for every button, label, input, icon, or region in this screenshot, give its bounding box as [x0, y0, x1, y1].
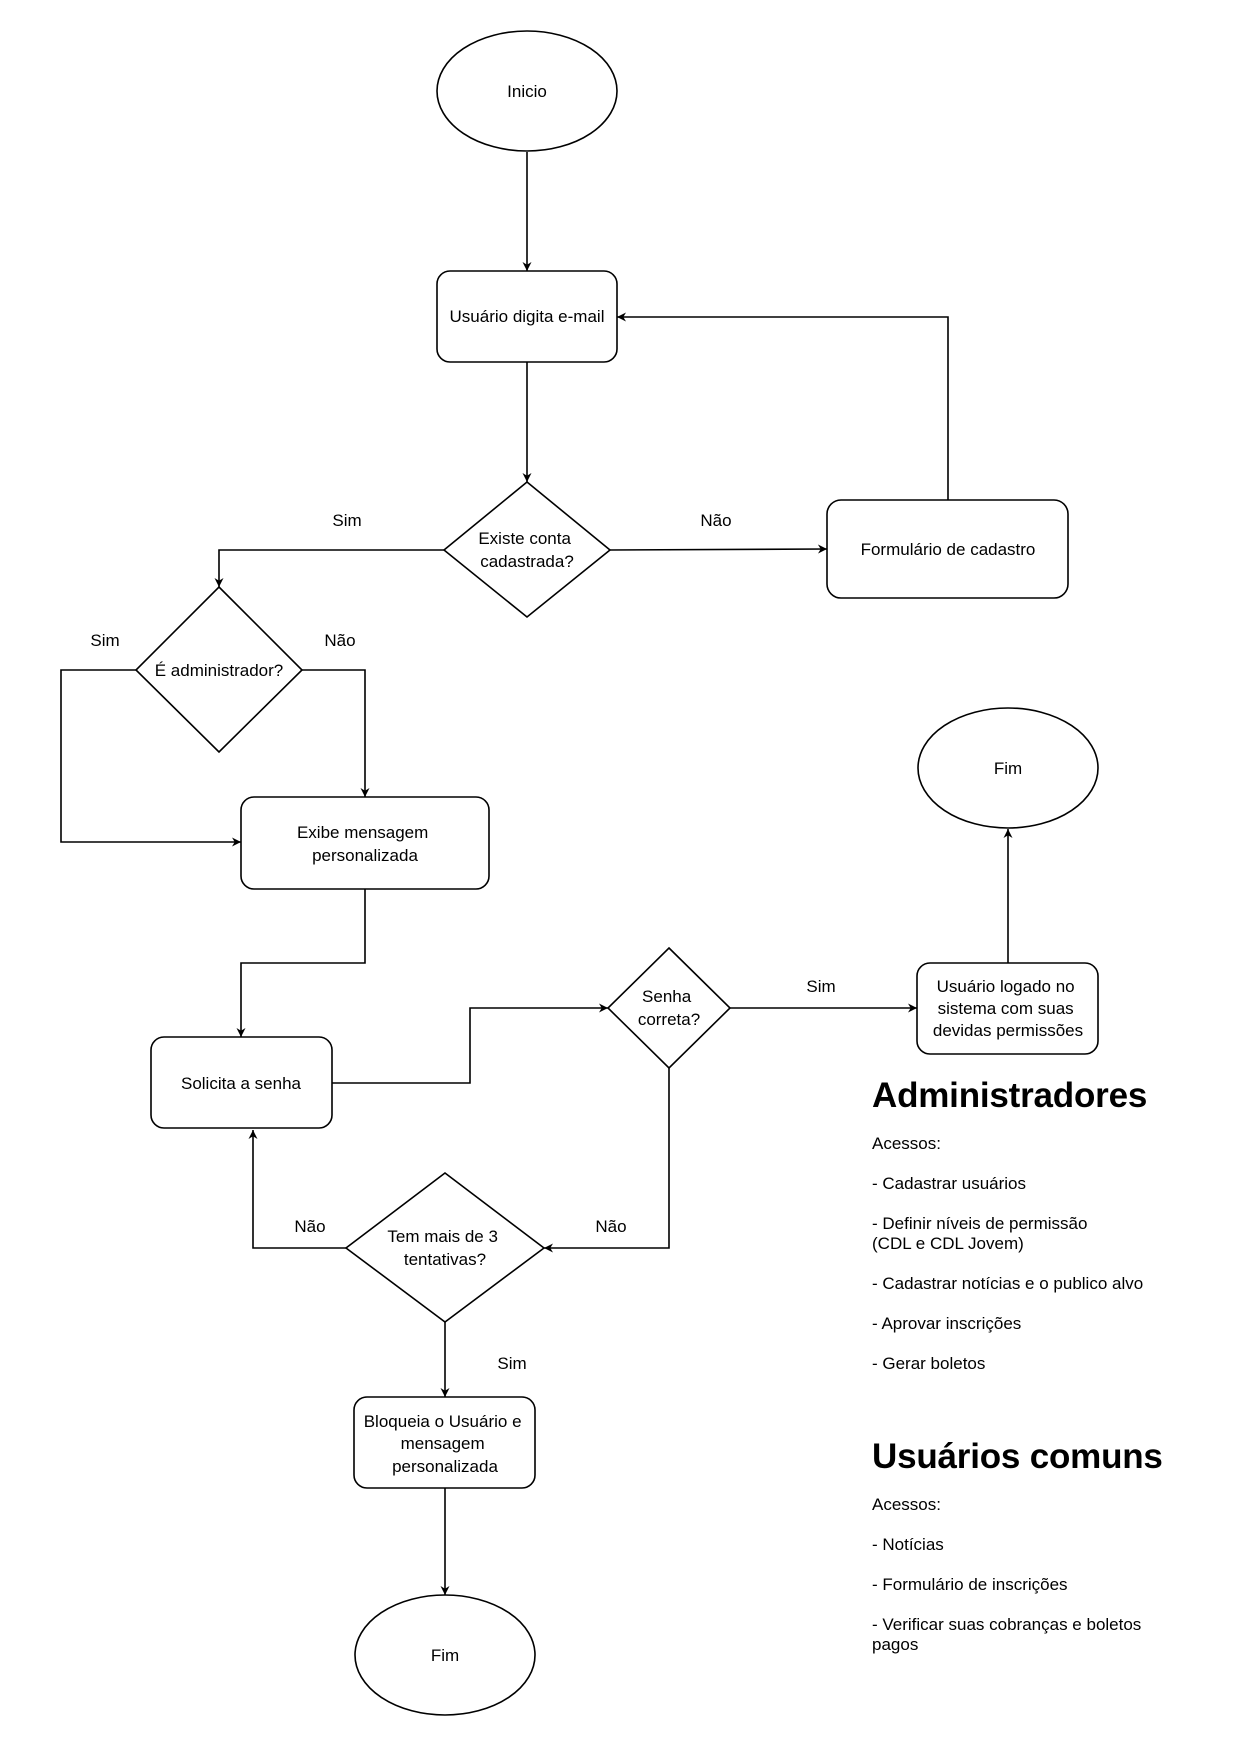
existe-conta-diamond: [442, 480, 612, 619]
edge-existe-nao-to-formulario: [609, 544, 828, 554]
end-ellipse-bottom: [354, 1594, 536, 1716]
bloqueia-box: [353, 1396, 536, 1489]
common-legend: Usuários comuns Acessos: - Notícias - Fo…: [872, 1437, 1212, 1655]
edge-solicita-to-senha: [332, 1003, 608, 1084]
end-bottom-label: Fim: [431, 1646, 459, 1665]
senha-correta-diamond: [606, 946, 732, 1070]
edge-label-senha-sim: Sim: [806, 977, 835, 996]
common-legend-subtitle: Acessos:: [872, 1495, 941, 1514]
common-access-list: - Notícias - Formulário de inscrições - …: [872, 1535, 1212, 1655]
common-access-item: - Notícias: [872, 1535, 944, 1554]
admin-access-item: - Aprovar inscrições: [872, 1314, 1022, 1333]
logado-label: Usuário logado no sistema com suas devid…: [933, 977, 1083, 1040]
admin-access-item: - Gerar boletos: [872, 1354, 986, 1373]
administrador-label: É administrador?: [155, 661, 284, 680]
common-legend-title: Usuários comuns: [872, 1437, 1163, 1476]
admin-legend: Administradores Acessos: - Cadastrar usu…: [872, 1076, 1212, 1374]
administrador-diamond: [134, 585, 304, 754]
edge-formulario-to-email: [617, 312, 949, 500]
edge-label-senha-nao: Não: [595, 1217, 626, 1236]
edge-exibe-to-solicita: [236, 889, 366, 1037]
edge-admin-nao-to-exibe: [302, 669, 370, 797]
start-ellipse: [436, 30, 618, 152]
email-box: [436, 270, 618, 363]
formulario-box: [826, 499, 1069, 599]
edge-label-existe-sim: Sim: [332, 511, 361, 530]
edge-existe-sim-to-admin: [214, 549, 444, 587]
existe-conta-label: Existe conta cadastrada?: [478, 529, 575, 571]
end-ellipse-top: [917, 707, 1099, 829]
senha-correta-label: Senha correta?: [638, 987, 700, 1029]
edge-label-tentativas-nao: Não: [294, 1217, 325, 1236]
admin-access-item: - Definir níveis de permissão(CDL e CDL …: [872, 1214, 1088, 1253]
edge-label-admin-sim: Sim: [90, 631, 119, 650]
admin-access-list: - Cadastrar usuários - Definir níveis de…: [872, 1174, 1212, 1374]
exibe-mensagem-label: Exibe mensagem personalizada: [297, 823, 433, 865]
edge-senha-nao-to-tentativas: [544, 1068, 670, 1253]
tentativas-label: Tem mais de 3 tentativas?: [387, 1227, 502, 1269]
logado-box: [916, 962, 1099, 1055]
edge-label-tentativas-sim: Sim: [497, 1354, 526, 1373]
common-access-item: - Formulário de inscrições: [872, 1575, 1068, 1594]
end-top-label: Fim: [994, 759, 1022, 778]
formulario-label: Formulário de cadastro: [861, 540, 1036, 559]
admin-access-item: - Cadastrar notícias e o publico alvo: [872, 1274, 1144, 1293]
exibe-mensagem-box: [240, 796, 490, 890]
solicita-senha-box: [150, 1036, 333, 1129]
bloqueia-label: Bloqueia o Usuário e mensagem personaliz…: [364, 1412, 527, 1476]
admin-access-item: - Cadastrar usuários: [872, 1174, 1027, 1193]
solicita-senha-label: Solicita a senha: [181, 1074, 302, 1093]
admin-legend-title: Administradores: [872, 1076, 1148, 1115]
edge-admin-sim-to-exibe: [60, 669, 241, 847]
email-label: Usuário digita e-mail: [450, 307, 605, 326]
edge-label-existe-nao: Não: [700, 511, 731, 530]
edge-tentativas-nao-to-solicita: [248, 1130, 346, 1249]
admin-legend-subtitle: Acessos:: [872, 1134, 941, 1153]
start-label: Inicio: [507, 82, 547, 101]
edge-label-admin-nao: Não: [324, 631, 355, 650]
tentativas-diamond: [344, 1171, 546, 1323]
